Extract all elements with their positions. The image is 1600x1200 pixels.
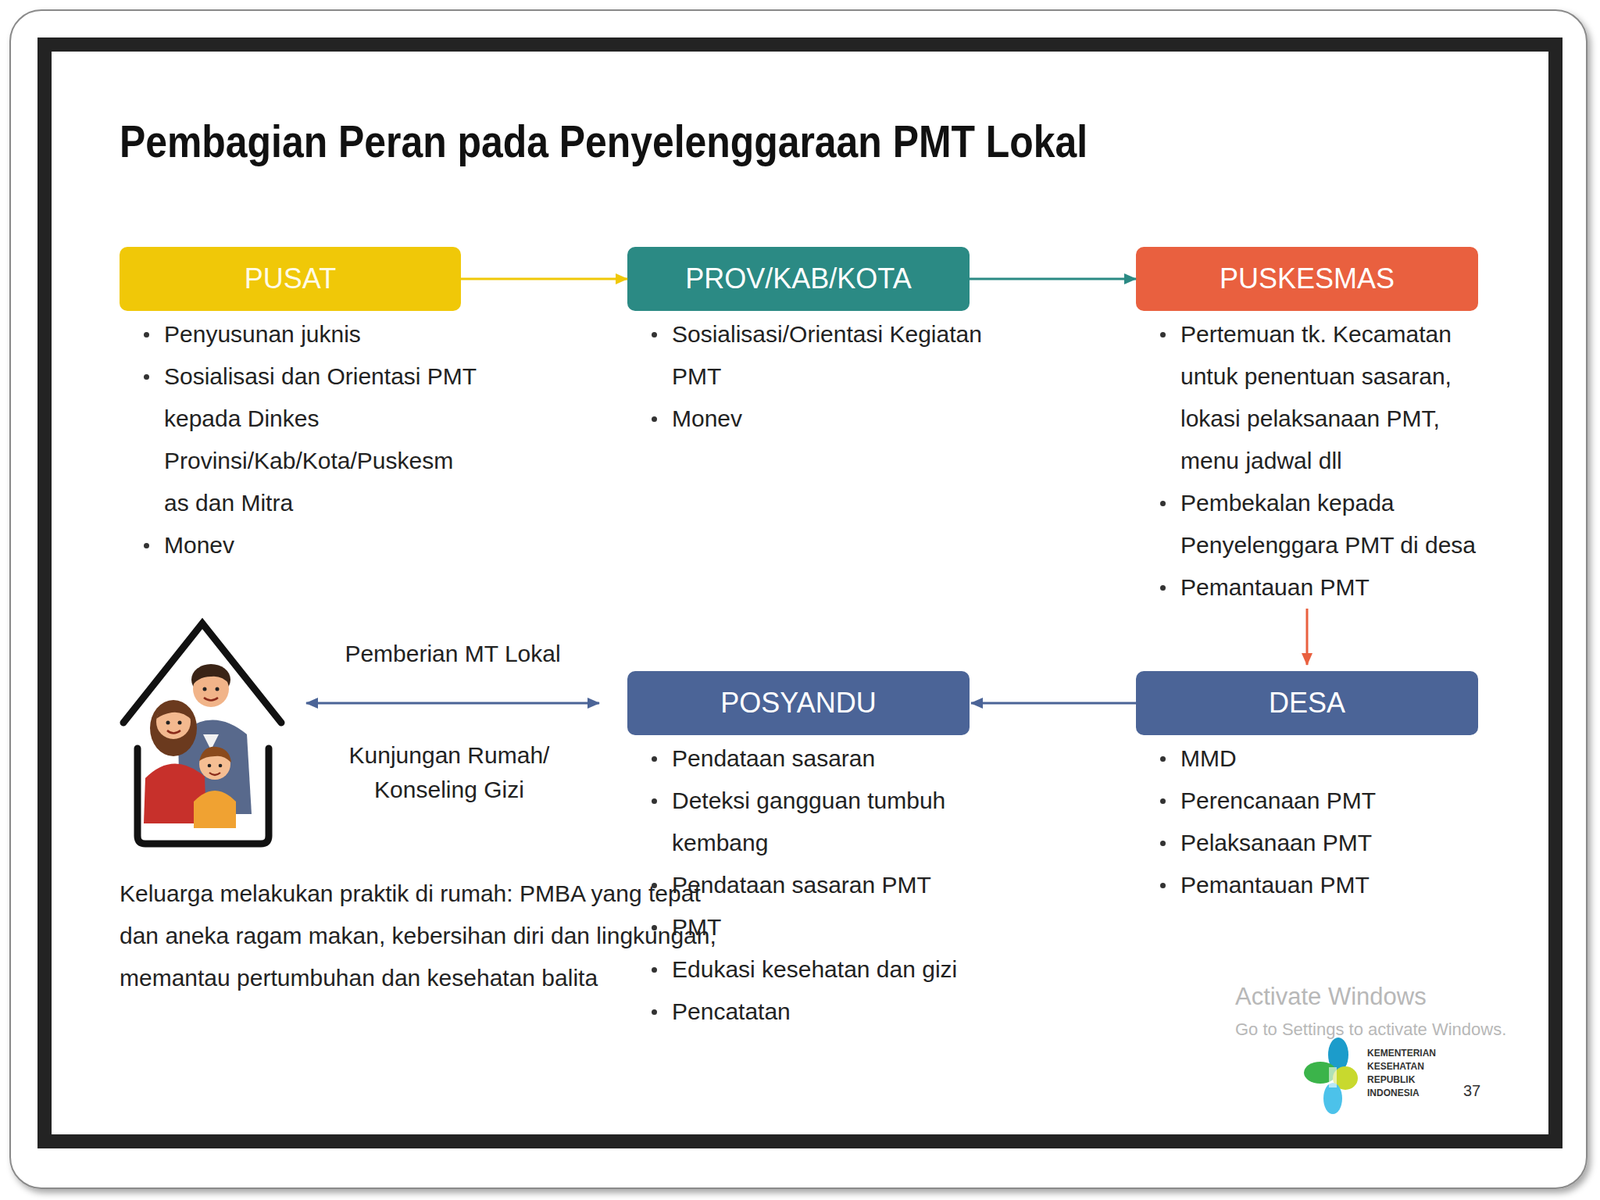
inner-frame [44, 44, 1556, 1142]
role-heading: DESA [1135, 671, 1479, 736]
flow-arrow [971, 702, 1136, 705]
flow-arrow [969, 278, 1136, 281]
role-heading: POSYANDU [627, 671, 970, 736]
task-item: Pelaksanaan PMT [1135, 821, 1502, 865]
task-item: Sosialisasi dan Orientasi PMT kepada Din… [119, 355, 485, 525]
edge-note: Kunjungan Rumah/ Konseling Gizi [332, 738, 567, 808]
watermark: Activate Windows [1235, 982, 1533, 1012]
task-item: Pendataan sasaran PMT [627, 864, 993, 907]
task-list: Penyusunan juknisSosialisasi dan Orienta… [119, 310, 485, 567]
role-box: POSYANDUPendataan sasaranDeteksi ganggua… [627, 671, 970, 1033]
task-item: Monev [627, 397, 993, 440]
task-item: Pembekalan kepada Penyelenggara PMT di d… [1135, 482, 1502, 567]
role-heading: PUSKESMAS [1135, 246, 1479, 311]
task-item: Pencatatan [627, 990, 993, 1033]
task-list: Pertemuan tk. Kecamatan untuk penentuan … [1135, 310, 1502, 609]
flow-arrow [306, 702, 600, 705]
role-box: PUSATPenyusunan juknisSosialisasi dan Or… [119, 246, 461, 567]
task-list: Sosialisasi/Orientasi Kegiatan PMTMonev [627, 310, 993, 440]
task-item: Deteksi gangguan tumbuh kembang [627, 779, 993, 865]
family-house-illustration [117, 617, 290, 848]
diagram-title: Pembagian Peran pada Penyelenggaraan PMT… [119, 114, 1088, 168]
task-item: PMT [627, 906, 993, 949]
ministry-logo [1303, 1037, 1358, 1115]
outer-frame [10, 10, 1587, 1189]
role-heading: PROV/KAB/KOTA [627, 246, 970, 311]
ministry-name: KEMENTERIAN KESEHATAN REPUBLIK INDONESIA [1367, 1046, 1446, 1100]
house-shape [117, 617, 290, 848]
family-practice-note: Keluarga melakukan praktik di rumah: PMB… [117, 872, 727, 1000]
page-number: 37 [1463, 1081, 1495, 1100]
task-list: Pendataan sasaranDeteksi gangguan tumbuh… [627, 735, 993, 1033]
task-item: Pendataan sasaran [627, 737, 993, 780]
role-heading: PUSAT [119, 246, 461, 311]
task-item: Pemantauan PMT [1135, 864, 1502, 907]
task-list: MMDPerencanaan PMTPelaksanaan PMTPemanta… [1135, 735, 1502, 907]
task-item: Sosialisasi/Orientasi Kegiatan PMT [627, 313, 993, 398]
watermark: Go to Settings to activate Windows. [1235, 1018, 1579, 1041]
task-item: Edukasi kesehatan dan gizi [627, 948, 993, 991]
task-item: Penyusunan juknis [119, 313, 485, 356]
task-item: MMD [1135, 737, 1502, 780]
task-item: Pertemuan tk. Kecamatan untuk penentuan … [1135, 313, 1502, 483]
role-box: PROV/KAB/KOTASosialisasi/Orientasi Kegia… [627, 246, 970, 440]
flow-arrow [1306, 608, 1309, 665]
role-box: DESAMMDPerencanaan PMTPelaksanaan PMTPem… [1135, 671, 1479, 907]
flow-arrow [460, 278, 628, 281]
task-item: Monev [119, 524, 485, 567]
task-item: Pemantauan PMT [1135, 566, 1502, 609]
task-item: Perencanaan PMT [1135, 779, 1502, 822]
edge-label: Pemberian MT Lokal [344, 640, 561, 668]
role-box: PUSKESMASPertemuan tk. Kecamatan untuk p… [1135, 246, 1479, 609]
